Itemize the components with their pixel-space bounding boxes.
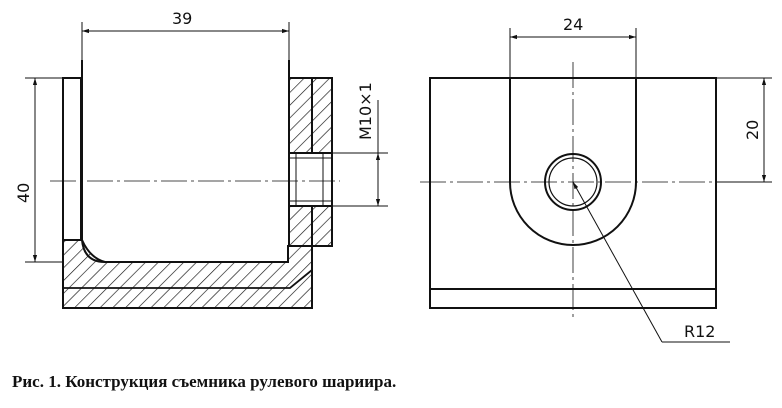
body-outline <box>81 60 288 263</box>
right-dimensions <box>509 28 772 343</box>
left-section-view <box>50 60 340 309</box>
hatched-bottom <box>62 239 313 309</box>
dim-thread: M10×1 <box>356 82 375 140</box>
left-dimensions <box>25 22 388 263</box>
threaded-hole <box>288 152 333 207</box>
right-view <box>420 62 726 320</box>
dim-right-height: 20 <box>743 120 762 140</box>
dim-radius: R12 <box>684 322 715 341</box>
figure-caption: Рис. 1. Конструкция съемника рулевого ша… <box>12 372 397 391</box>
hatched-bottom-inner <box>63 269 313 289</box>
dim-left-width: 39 <box>172 9 192 28</box>
left-wall <box>62 77 82 241</box>
dim-left-height: 40 <box>14 183 33 203</box>
u-slot <box>509 78 637 246</box>
technical-drawing: 39 40 M10×1 24 20 R12 <box>14 9 772 343</box>
dim-right-width: 24 <box>563 15 583 34</box>
